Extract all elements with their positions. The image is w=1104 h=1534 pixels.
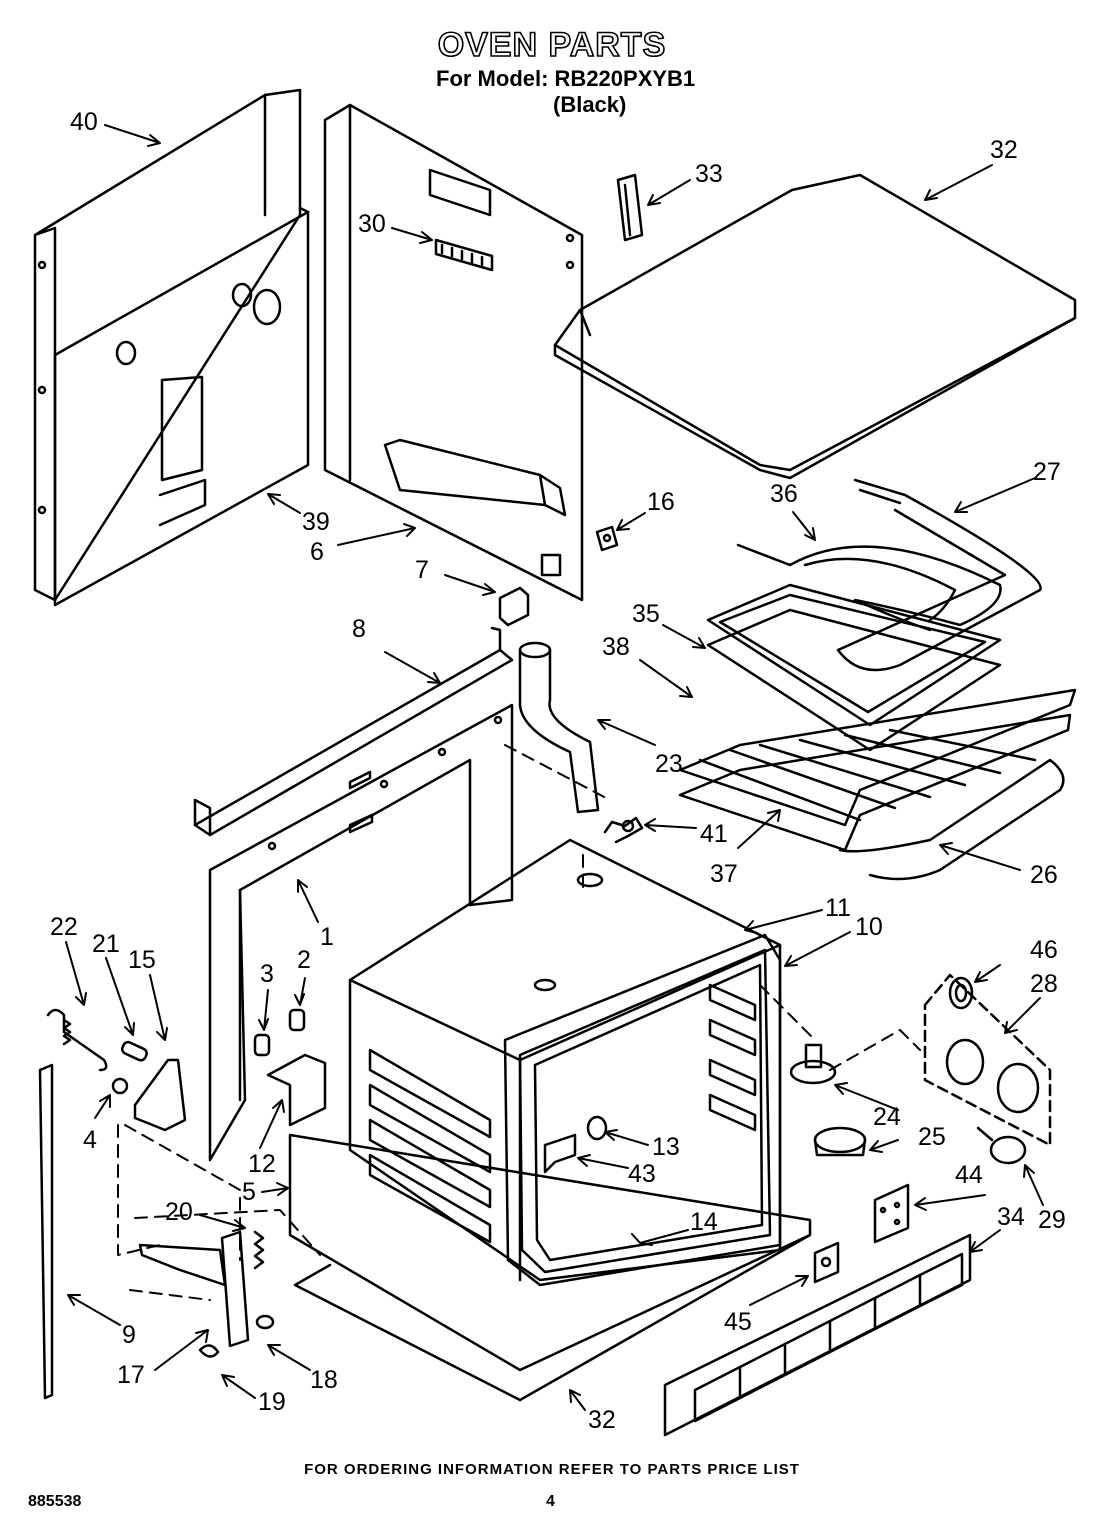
callout-7: 7 xyxy=(415,556,429,584)
color-line: (Black) xyxy=(553,92,627,117)
callout-30: 30 xyxy=(358,210,386,238)
part-4-nut xyxy=(111,1077,129,1095)
callout-4: 4 xyxy=(83,1126,97,1154)
part-10-door-frame xyxy=(503,933,782,1287)
callout-32-bottom: 32 xyxy=(588,1406,616,1434)
part-22-spring xyxy=(46,1008,108,1072)
part-21-pin xyxy=(120,1040,148,1062)
assembly-guide-lines xyxy=(117,744,921,1301)
cavity-rack-supports xyxy=(708,983,757,1132)
page-number: 4 xyxy=(546,1493,555,1510)
part-16-clip xyxy=(595,525,619,552)
part-39-inner-panel xyxy=(53,206,310,607)
callout-32: 32 xyxy=(990,136,1018,164)
part-23-vent-tube xyxy=(518,641,600,814)
part-34-vent-grille xyxy=(663,1233,972,1437)
part-24-lamp-socket xyxy=(789,1043,837,1085)
callout-3: 3 xyxy=(260,960,274,988)
ordering-note: FOR ORDERING INFORMATION REFER TO PARTS … xyxy=(304,1461,800,1478)
callout-35: 35 xyxy=(632,600,660,628)
callout-23: 23 xyxy=(655,750,683,778)
part-30-terminal-block xyxy=(434,238,494,272)
callout-45: 45 xyxy=(724,1308,752,1336)
part-32-top-panel xyxy=(553,173,1077,480)
callout-1: 1 xyxy=(320,923,334,951)
part-33-bracket xyxy=(616,173,644,242)
part-29-light-bulb xyxy=(976,1126,1027,1165)
part-27-bake-element xyxy=(836,478,1042,672)
leader-lines xyxy=(65,124,1044,1411)
callout-28: 28 xyxy=(1030,970,1058,998)
part-13-plug xyxy=(586,1115,608,1141)
callout-29: 29 xyxy=(1038,1206,1066,1234)
part-8-frame-rail xyxy=(193,626,514,837)
callout-17: 17 xyxy=(117,1361,145,1389)
callout-39: 39 xyxy=(302,508,330,536)
callout-6: 6 xyxy=(310,538,324,566)
part-45-bracket xyxy=(813,1241,840,1284)
part-2-3-spacers xyxy=(253,1008,306,1057)
part-25-light-lens xyxy=(813,1126,867,1157)
callout-36: 36 xyxy=(770,480,798,508)
callout-46: 46 xyxy=(1030,936,1058,964)
callout-37: 37 xyxy=(710,860,738,888)
callout-10: 10 xyxy=(855,913,883,941)
callout-5: 5 xyxy=(242,1178,256,1206)
callout-43: 43 xyxy=(628,1160,656,1188)
part-20-hinge xyxy=(138,1230,265,1287)
callout-19: 19 xyxy=(258,1388,286,1416)
part-15-hinge-bracket xyxy=(133,1058,187,1132)
part-43-bracket xyxy=(543,1133,577,1174)
document-number: 885538 xyxy=(28,1493,82,1510)
part-5-bottom-panel xyxy=(288,1133,812,1402)
callout-21: 21 xyxy=(92,930,120,958)
part-35-broiler-pan xyxy=(706,583,1002,752)
part-44-plate xyxy=(873,1183,910,1244)
callout-38: 38 xyxy=(602,633,630,661)
part-17-18-19-hinge-parts xyxy=(198,1230,275,1358)
callout-26: 26 xyxy=(1030,861,1058,889)
callout-22: 22 xyxy=(50,913,78,941)
part-37-38-oven-racks xyxy=(678,688,1077,881)
part-9-trim-strip xyxy=(38,1063,54,1400)
callout-2: 2 xyxy=(297,946,311,974)
part-6-side-wall xyxy=(323,103,584,602)
part-7-spacer xyxy=(498,586,530,627)
model-line: For Model: RB220PXYB1 xyxy=(436,66,696,91)
callout-33: 33 xyxy=(695,160,723,188)
callout-24: 24 xyxy=(873,1103,901,1131)
callout-44: 44 xyxy=(955,1161,983,1189)
callout-11: 11 xyxy=(825,894,851,922)
callout-16: 16 xyxy=(647,488,675,516)
callout-labels: 40 30 33 32 39 6 16 7 27 36 35 38 8 23 4… xyxy=(50,108,1066,1434)
diagram-title: OVEN PARTS xyxy=(437,25,667,65)
callout-27: 27 xyxy=(1033,458,1061,486)
callout-20: 20 xyxy=(165,1198,193,1226)
callout-12: 12 xyxy=(248,1150,276,1178)
callout-25: 25 xyxy=(918,1123,946,1151)
callout-34: 34 xyxy=(997,1203,1025,1231)
callout-13: 13 xyxy=(652,1133,680,1161)
part-41-sensor xyxy=(603,816,644,844)
callout-40: 40 xyxy=(70,108,98,136)
part-12-bracket xyxy=(266,1053,327,1127)
callout-8: 8 xyxy=(352,615,366,643)
callout-41: 41 xyxy=(700,820,728,848)
callout-18: 18 xyxy=(310,1366,338,1394)
part-1-front-frame xyxy=(208,703,514,1162)
part-36-broil-element xyxy=(736,543,1002,632)
part-28-lamp-assembly xyxy=(923,973,1052,1147)
callout-14: 14 xyxy=(690,1208,718,1236)
callout-9: 9 xyxy=(122,1321,136,1349)
callout-15: 15 xyxy=(128,946,156,974)
